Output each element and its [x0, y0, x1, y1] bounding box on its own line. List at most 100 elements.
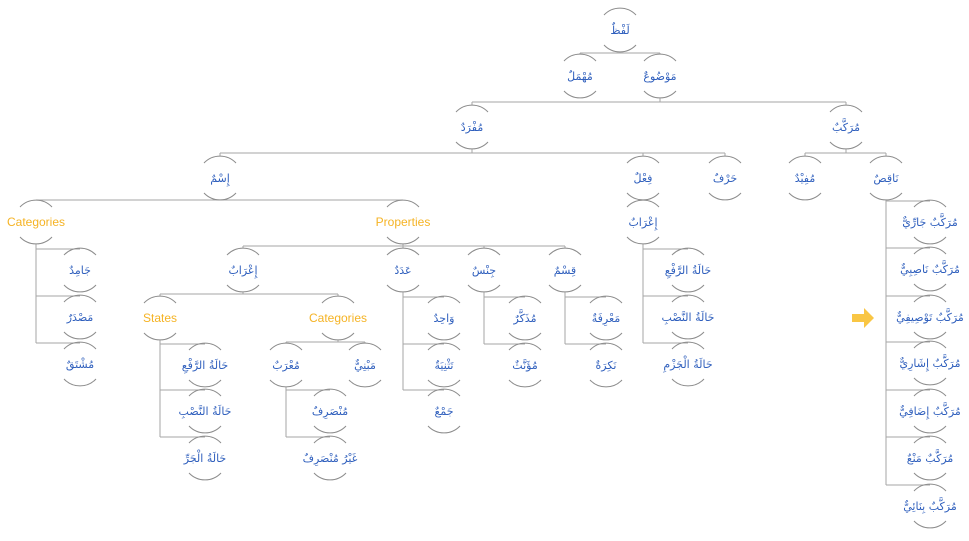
node-arc-top: [913, 388, 947, 397]
node-label: جِنْسٌ: [472, 264, 496, 278]
node-arc-bottom: [671, 378, 705, 387]
node-arc-top: [603, 7, 637, 16]
tree-node-wahid: وَاحِدٌ: [427, 295, 461, 341]
node-arc-top: [455, 104, 489, 113]
tree-node-adad: عَدَدٌ: [386, 247, 420, 293]
node-label: حَرْفٌ: [713, 172, 737, 185]
tree-node-root: لَفْظٌ: [603, 7, 637, 53]
node-label: مُرَكَّبٌ تَوْصِيفِيٌّ: [896, 307, 964, 324]
node-arc-top: [508, 295, 542, 304]
node-label: جَمْعٌ: [434, 405, 453, 418]
tree-node-jam: جَمْعٌ: [427, 388, 461, 434]
node-arc-bottom: [467, 284, 501, 293]
tree-node-mufrad: مُفْرَدٌ: [455, 104, 489, 150]
tree-node-irab: إِعْرَابٌ: [226, 247, 260, 293]
node-arc-top: [508, 342, 542, 351]
tree-node-jamid: جَامِدٌ: [63, 247, 97, 293]
node-label: فِعْلٌ: [634, 171, 653, 185]
node-arc-top: [671, 247, 705, 256]
node-arc-top: [427, 295, 461, 304]
node-arc-bottom: [188, 425, 222, 434]
node-arc-top: [626, 155, 660, 164]
node-arc-bottom: [913, 425, 947, 434]
tree-node-mufid: مُفِيْدٌ: [788, 155, 822, 201]
nodes: لَفْظٌمَوْضُوعٌمُهْمَلٌمُفْرَدٌمُرَكَّبٌ…: [7, 7, 964, 529]
tree-node-ism-properties: Properties: [376, 199, 430, 245]
tree-node-mawdu: مَوْضُوعٌ: [643, 53, 677, 99]
node-arc-bottom: [913, 236, 947, 245]
node-arc-top: [829, 104, 863, 113]
node-arc-bottom: [63, 331, 97, 340]
node-arc-bottom: [508, 332, 542, 341]
node-arc-top: [548, 247, 582, 256]
node-label: مُعْرَبٌ: [272, 359, 300, 372]
node-label: تَثْنِيَةٌ: [435, 358, 455, 372]
node-label: وَاحِدٌ: [434, 312, 455, 325]
node-label: حَالَةُ النَّصْبِ: [179, 404, 232, 419]
node-arc-top: [467, 247, 501, 256]
tree-node-idafi: مُرَكَّبٌ إِضَافِيٌّ: [899, 388, 961, 434]
node-label: نَكِرَةٌ: [596, 359, 618, 372]
node-arc-bottom: [313, 425, 347, 434]
tree-node-qism: قِسْمٌ: [548, 247, 582, 293]
tree-node-fil-jazm: حَالَةُ الْجَزْمِ: [663, 341, 713, 387]
node-arc-bottom: [427, 425, 461, 434]
node-label: مُرَكَّبٌ: [832, 117, 860, 134]
tree-node-ishari: مُرَكَّبٌ إِشَارِيٌّ: [899, 340, 961, 386]
node-label: مُرَكَّبٌ جَارِّيٌّ: [902, 212, 958, 229]
node-arc-top: [313, 388, 347, 397]
node-arc-top: [188, 435, 222, 444]
tree-node-masdar: مَصْدَرٌ: [63, 294, 97, 340]
node-arc-top: [913, 483, 947, 492]
tree-node-tathniya: تَثْنِيَةٌ: [427, 342, 461, 388]
tree-node-harf: حَرْفٌ: [708, 155, 742, 201]
node-arc-top: [386, 247, 420, 256]
node-arc-bottom: [626, 236, 660, 245]
node-arc-bottom: [913, 472, 947, 481]
node-label: مُفْرَدٌ: [461, 121, 484, 134]
node-arc-bottom: [188, 379, 222, 388]
node-label: مَعْرِفَةٌ: [592, 312, 621, 327]
node-arc-bottom: [63, 378, 97, 387]
node-arc-top: [671, 341, 705, 350]
tree-node-states: States: [143, 295, 177, 341]
node-arc-bottom: [19, 236, 53, 245]
node-arc-top: [427, 342, 461, 351]
node-arc-bottom: [708, 192, 742, 201]
node-arc-bottom: [603, 44, 637, 53]
node-arc-top: [913, 435, 947, 444]
tree-node-marifa: مَعْرِفَةٌ: [589, 295, 623, 341]
node-label: Categories: [7, 215, 65, 229]
node-arc-bottom: [455, 141, 489, 150]
node-label: مُرَكَّبٌ مَنْعٌ: [907, 448, 954, 465]
node-label: مُشْتَقٌ: [66, 358, 94, 372]
node-arc-bottom: [203, 192, 237, 201]
node-label: مَصْدَرٌ: [66, 311, 94, 324]
tree-node-munsarif: مُنْصَرِفٌ: [312, 388, 348, 434]
node-label: States: [143, 311, 177, 325]
node-label: مُنْصَرِفٌ: [312, 405, 348, 420]
node-label: إِسْمٌ: [210, 172, 230, 187]
node-arc-bottom: [913, 377, 947, 386]
node-arc-top: [63, 294, 97, 303]
node-arc-top: [913, 199, 947, 208]
tree-node-mushtaq: مُشْتَقٌ: [63, 341, 97, 387]
node-arc-bottom: [63, 284, 97, 293]
node-label: نَاقِصٌ: [873, 172, 899, 185]
node-arc-top: [708, 155, 742, 164]
node-label: مُرَكَّبٌ إِضَافِيٌّ: [899, 401, 961, 420]
tree-node-nasibi: مُرَكَّبٌ نَاصِبِيٌّ: [900, 246, 960, 292]
node-arc-bottom: [321, 332, 355, 341]
node-arc-top: [143, 295, 177, 304]
node-arc-bottom: [913, 331, 947, 340]
node-arc-bottom: [427, 379, 461, 388]
node-arc-bottom: [671, 331, 705, 340]
node-label: عَدَدٌ: [394, 264, 411, 277]
node-arc-top: [188, 342, 222, 351]
node-arc-bottom: [348, 379, 382, 388]
node-arc-bottom: [563, 90, 597, 99]
node-arc-bottom: [226, 284, 260, 293]
tree-node-man: مُرَكَّبٌ مَنْعٌ: [907, 435, 954, 481]
tree-node-ism-categories: Categories: [7, 199, 65, 245]
node-arc-bottom: [386, 236, 420, 245]
